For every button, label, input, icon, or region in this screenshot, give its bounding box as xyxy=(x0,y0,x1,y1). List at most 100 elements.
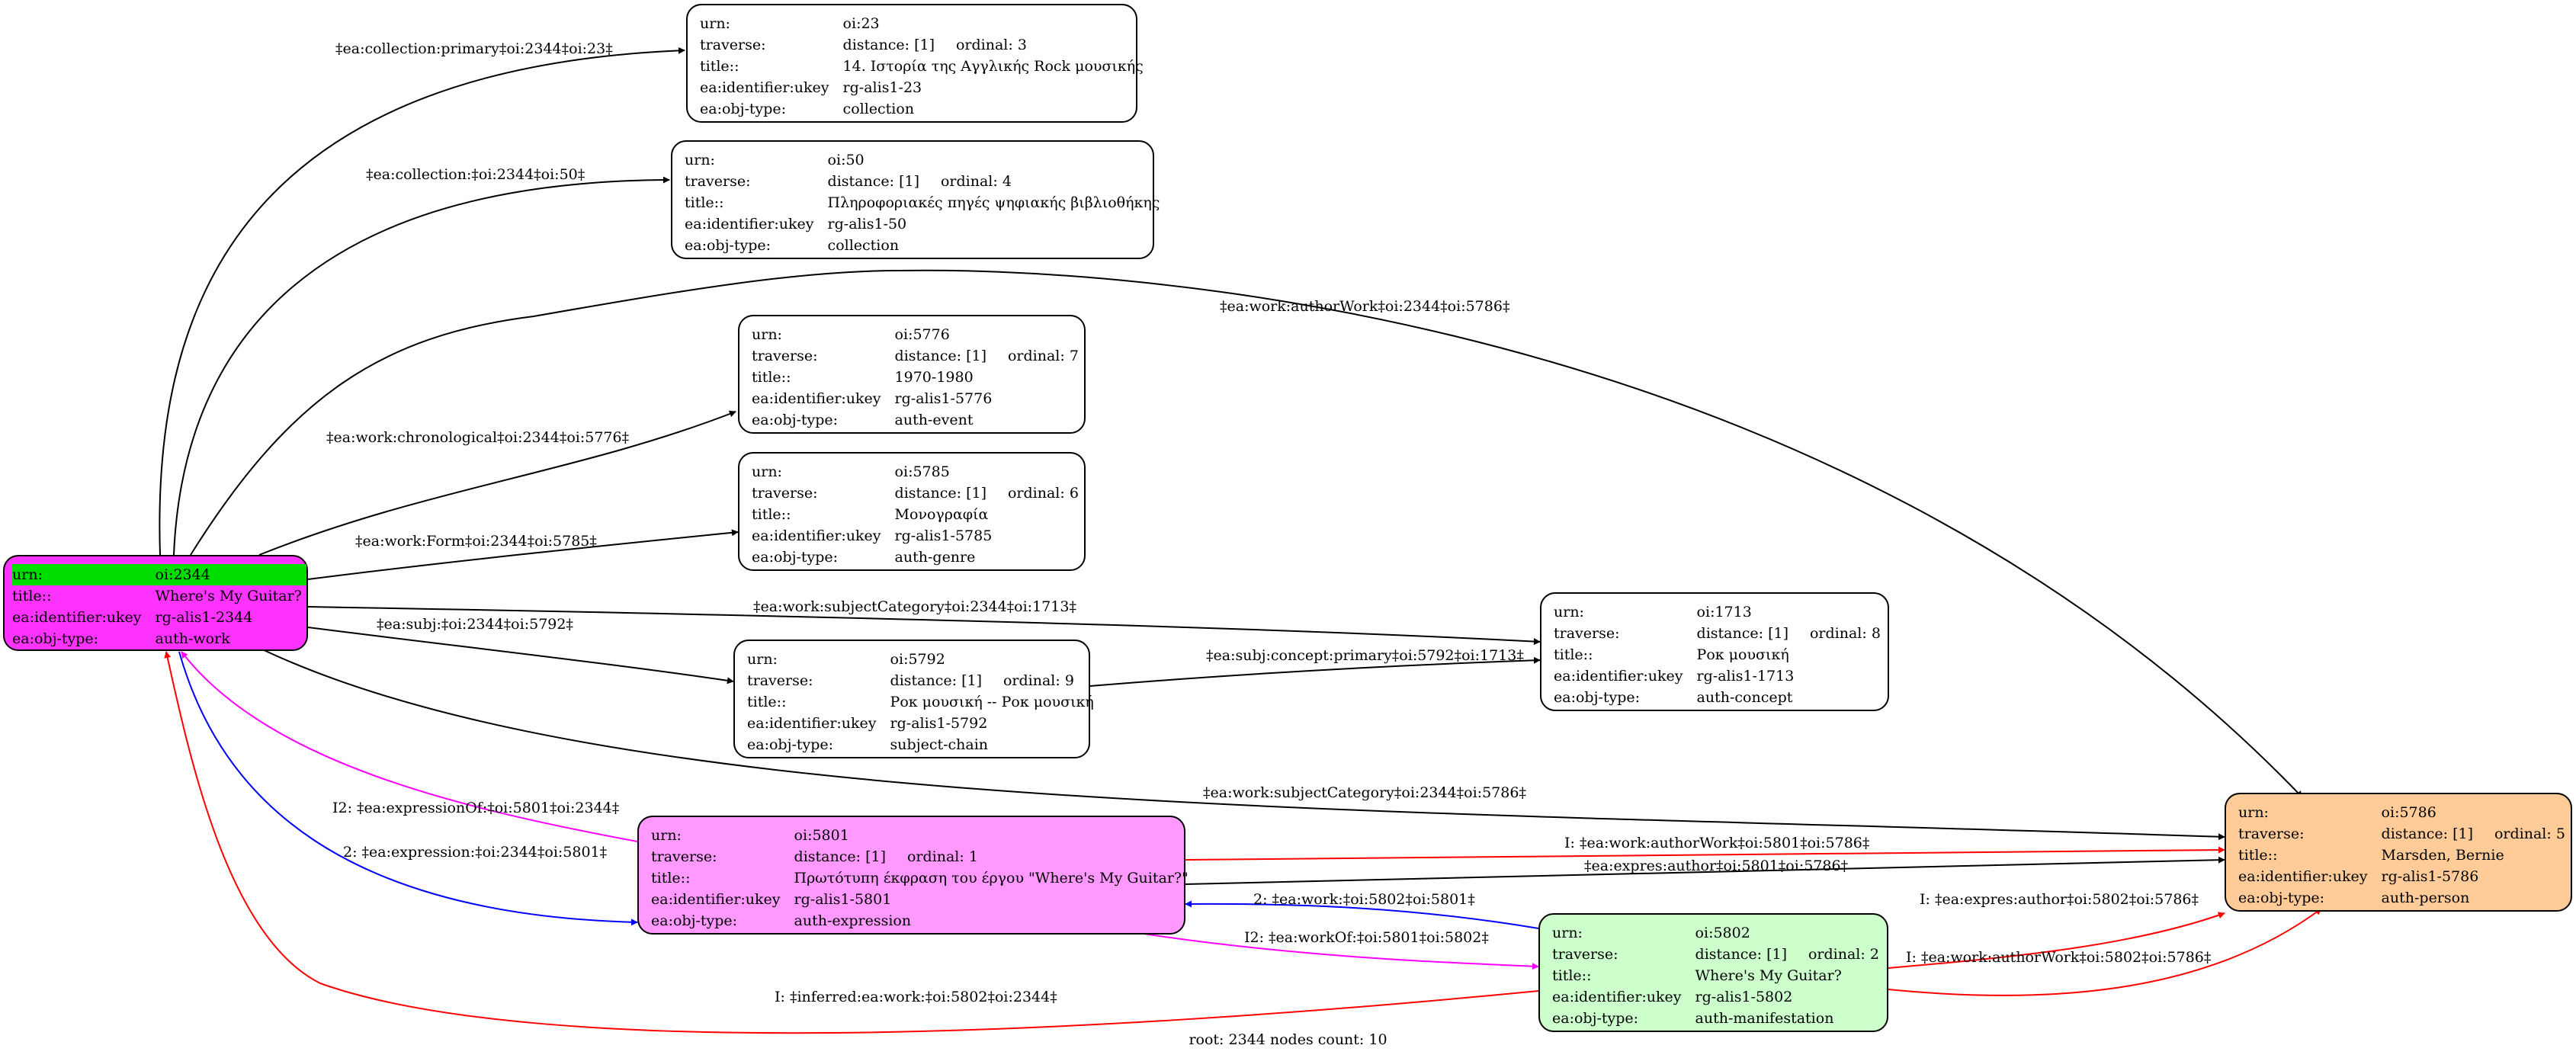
edge-label: ‡ea:work:Form‡oi:2344‡oi:5785‡ xyxy=(355,533,597,550)
edge-subj-concept-primary xyxy=(1089,656,1541,687)
field-key: ea:identifier:ukey xyxy=(752,527,881,544)
node-fields: urn:oi:50 traverse:distance: [1]ordinal:… xyxy=(685,149,1164,256)
field-value: rg-alis1-23 xyxy=(842,79,922,96)
node-23[interactable]: urn:oi:23 traverse:distance: [1]ordinal:… xyxy=(686,4,1144,123)
edge-label: I: ‡ea:work:authorWork‡oi:5802‡oi:5786‡ xyxy=(1906,949,2211,966)
edge-label: I: ‡inferred:ea:work:‡oi:5802‡oi:2344‡ xyxy=(775,989,1057,1005)
node-5776[interactable]: urn:oi:5776 traverse:distance: [1]ordina… xyxy=(738,315,1086,434)
edge-subj xyxy=(307,627,734,684)
field-value: distance: [1]ordinal: 2 xyxy=(1695,944,1884,965)
field-key: urn: xyxy=(752,326,782,343)
field-key: title:: xyxy=(685,194,724,211)
field-key: ea:obj-type: xyxy=(685,237,772,254)
distance: distance: [1] xyxy=(890,672,982,689)
edge-collection-primary xyxy=(159,46,685,556)
edge-i-expres-author-5802 xyxy=(1888,912,2225,969)
field-value: distance: [1]ordinal: 3 xyxy=(843,34,1148,56)
edge-i-authorwork-5802 xyxy=(1888,908,2322,996)
distance: distance: [1] xyxy=(2381,826,2473,842)
field-value: Μονογραφία xyxy=(894,506,989,523)
field-key: ea:identifier:ukey xyxy=(700,79,829,96)
field-key: ea:identifier:ukey xyxy=(1554,668,1683,684)
node-fields: urn:oi:5792 traverse:distance: [1]ordina… xyxy=(747,649,1099,755)
edge-i2-expressionof xyxy=(181,651,638,842)
edge-chronological xyxy=(258,410,736,556)
edge-label: ‡ea:collection:‡oi:2344‡oi:50‡ xyxy=(366,166,585,183)
field-value: 1970-1980 xyxy=(894,369,974,386)
distance: distance: [1] xyxy=(894,348,986,364)
edge-work-5802-5801 xyxy=(1185,900,1539,929)
field-value: distance: [1]ordinal: 7 xyxy=(895,345,1083,367)
field-key: traverse: xyxy=(747,672,813,689)
field-key: title:: xyxy=(752,369,791,386)
field-key: title:: xyxy=(700,58,739,75)
node-fields: urn: oi:2344 title::Where's My Guitar? e… xyxy=(12,564,306,649)
field-value: Marsden, Bernie xyxy=(2381,847,2504,864)
field-key: traverse: xyxy=(1552,946,1618,963)
field-value: oi:5776 xyxy=(894,326,950,343)
field-key: traverse: xyxy=(1554,625,1620,642)
field-key: traverse: xyxy=(700,37,766,53)
field-value: Πληροφοριακές πηγές ψηφιακής βιβλιοθήκης xyxy=(827,194,1160,211)
edge-label: ‡ea:subj:concept:primary‡oi:5792‡oi:1713… xyxy=(1206,647,1524,664)
ordinal: ordinal: 5 xyxy=(2494,826,2565,842)
field-value: auth-work xyxy=(155,630,230,647)
field-value: oi:50 xyxy=(827,152,865,168)
field-value: Ροκ μουσική -- Ροκ μουσική xyxy=(890,694,1094,710)
edge-expres-author-5801 xyxy=(1185,856,2225,885)
root-urn-row: urn: oi:2344 xyxy=(12,564,306,585)
field-value: distance: [1]ordinal: 6 xyxy=(895,483,1083,504)
node-root-2344[interactable]: urn: oi:2344 title::Where's My Guitar? e… xyxy=(3,555,308,651)
field-value: Where's My Guitar? xyxy=(1695,967,1842,984)
node-50[interactable]: urn:oi:50 traverse:distance: [1]ordinal:… xyxy=(671,140,1160,259)
field-key: ea:obj-type: xyxy=(12,630,99,647)
field-key: ea:obj-type: xyxy=(2238,890,2325,906)
field-value: rg-alis1-5786 xyxy=(2381,868,2479,885)
field-key: title:: xyxy=(1552,967,1592,984)
field-key: urn: xyxy=(1554,604,1584,620)
node-fields: urn:oi:5802 traverse:distance: [1]ordina… xyxy=(1552,922,1884,1029)
ordinal: ordinal: 3 xyxy=(955,37,1027,53)
field-key: urn: xyxy=(752,463,782,480)
node-fields: urn:oi:5801 traverse:distance: [1]ordina… xyxy=(651,825,1193,931)
field-key: urn: xyxy=(1552,925,1583,941)
edge-label: ‡ea:subj:‡oi:2344‡oi:5792‡ xyxy=(377,616,573,633)
node-1713[interactable]: urn:oi:1713 traverse:distance: [1]ordina… xyxy=(1540,592,1889,711)
edge-label: 2: ‡ea:work:‡oi:5802‡oi:5801‡ xyxy=(1253,891,1475,908)
field-value: distance: [1]ordinal: 9 xyxy=(890,670,1099,691)
field-key: title:: xyxy=(1554,646,1593,663)
field-key: ea:obj-type: xyxy=(747,736,834,753)
field-key: traverse: xyxy=(651,848,717,865)
field-key: ea:identifier:ukey xyxy=(12,609,142,626)
field-key: urn: xyxy=(700,15,730,32)
edge-label: ‡ea:work:chronological‡oi:2344‡oi:5776‡ xyxy=(326,429,629,446)
edge-authorwork xyxy=(190,269,2303,798)
node-5792[interactable]: urn:oi:5792 traverse:distance: [1]ordina… xyxy=(733,640,1094,758)
field-value: oi:5801 xyxy=(794,827,849,844)
field-key: title:: xyxy=(12,588,52,604)
edge-form xyxy=(307,529,739,580)
field-value: oi:5786 xyxy=(2381,804,2436,821)
edge-label: ‡ea:work:subjectCategory‡oi:2344‡oi:5786… xyxy=(1203,784,1526,801)
field-value: rg-alis1-5785 xyxy=(894,527,993,544)
node-5801[interactable]: urn:oi:5801 traverse:distance: [1]ordina… xyxy=(637,816,1189,935)
edge-label: I2: ‡ea:expressionOf:‡oi:5801‡oi:2344‡ xyxy=(332,800,619,816)
node-5785[interactable]: urn:oi:5785 traverse:distance: [1]ordina… xyxy=(738,452,1086,571)
field-value: auth-manifestation xyxy=(1695,1010,1834,1027)
field-key: title:: xyxy=(2238,847,2278,864)
field-key: ea:obj-type: xyxy=(752,412,839,428)
edge-label: ‡ea:collection:primary‡oi:2344‡oi:23‡ xyxy=(335,40,613,57)
node-fields: urn:oi:5785 traverse:distance: [1]ordina… xyxy=(752,461,1083,568)
field-value: 14. Ιστορία της Αγγλικής Rock μουσικής xyxy=(842,58,1144,75)
field-key: urn: xyxy=(12,566,43,583)
edge-expression xyxy=(178,651,638,926)
node-5802[interactable]: urn:oi:5802 traverse:distance: [1]ordina… xyxy=(1538,913,1888,1032)
edge-subjectcategory-5786 xyxy=(258,647,2225,841)
field-key: ea:identifier:ukey xyxy=(747,715,877,732)
field-key: title:: xyxy=(752,506,791,523)
node-5786[interactable]: urn:oi:5786 traverse:distance: [1]ordina… xyxy=(2225,793,2572,912)
field-value: rg-alis1-5802 xyxy=(1695,989,1793,1005)
edge-label: I: ‡ea:work:authorWork‡oi:5801‡oi:5786‡ xyxy=(1564,835,1869,851)
edge-label: I2: ‡ea:workOf:‡oi:5801‡oi:5802‡ xyxy=(1244,929,1489,946)
field-value: Πρωτότυπη έκφραση του έργου "Where's My … xyxy=(794,870,1189,886)
